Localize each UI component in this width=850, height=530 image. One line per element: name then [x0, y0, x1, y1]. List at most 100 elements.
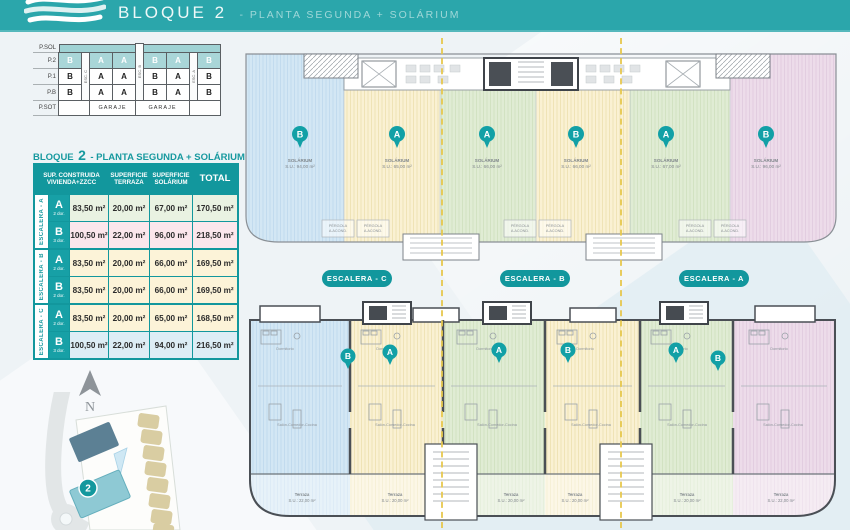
solarium-label: SOLÁRIUM — [385, 157, 410, 163]
stair-separator-label: ESC. C — [83, 69, 88, 84]
stair-hatch-right — [715, 53, 771, 79]
living-label: Salón-Comedor-Cocina — [763, 423, 804, 427]
cell-terraza: 20,00 m² — [109, 305, 149, 331]
cell-solarium: 67,00 m² — [150, 195, 192, 221]
roof-units — [405, 64, 641, 84]
column-header-line: SOLÁRIUM — [154, 179, 188, 186]
stack-cell: A — [89, 52, 113, 69]
wave-logo-icon — [24, 0, 106, 23]
zone-a-escalera-b — [440, 90, 536, 242]
site-building-block2 — [69, 469, 131, 519]
unit-letter: B — [55, 280, 63, 293]
table-title: BLOQUE 2 - PLANTA SEGUNDA + SOLÁRIUM — [33, 147, 245, 165]
pin-letter: A — [387, 347, 393, 357]
escalera-c-pill: ESCALERA - C — [322, 270, 392, 287]
stair-separator-label: ESC. B — [137, 65, 142, 79]
solarium-zones — [246, 54, 836, 242]
unit-dorms: 2 dor. — [53, 292, 65, 298]
pin-letter: B — [565, 345, 571, 355]
unit-letter: B — [55, 225, 63, 238]
floor-label: P.SOT — [33, 101, 59, 116]
building-stack-diagram: P.SOL P.2 P.1 P.B P.SOT B A A B A B B A … — [33, 43, 221, 116]
escalera-strip-label: ESCALERA - B — [38, 252, 45, 301]
pergola-label: PÉRGOLA — [364, 223, 383, 228]
stack-cell: A — [112, 84, 136, 101]
north-arrow-icon: N — [79, 370, 101, 414]
pergola-label: PÉRGOLA — [511, 223, 530, 228]
terrace-label: Terraza — [774, 492, 789, 497]
unit-letter: A — [55, 253, 63, 266]
terrace-area: S.U.: 20,00 m² — [674, 498, 702, 503]
living-label: Salón-Comedor-Cocina — [571, 423, 612, 427]
cell-total: 168,50 m² — [193, 305, 237, 331]
basement-cell — [189, 100, 221, 116]
escalera-b-pill: ESCALERA - B — [500, 270, 570, 287]
pergola-label: PÉRGOLA — [329, 223, 348, 228]
living-label: Salón-Comedor-Cocina — [667, 423, 708, 427]
stack-cell: B — [143, 52, 167, 69]
stairwell — [424, 443, 478, 521]
stack-cell: A — [112, 52, 136, 69]
cell-total: 169,50 m² — [193, 250, 237, 276]
bedroom-label: Dormitorio — [276, 347, 294, 351]
floor-label: P.SOL — [33, 44, 59, 53]
solarium-label: SOLÁRIUM — [654, 157, 679, 163]
pergola-label: PÉRGOLA — [721, 223, 740, 228]
site-pool — [113, 447, 128, 478]
table-header-row: SUP. CONSTRUIDA VIVIENDA+ZZCC SUPERFICIE… — [35, 165, 237, 193]
pin-letter: B — [763, 130, 770, 140]
cell-solarium: 96,00 m² — [150, 222, 192, 248]
stair-bulge — [585, 233, 663, 261]
section-line — [620, 38, 622, 528]
column-header-line: SUPERFICIE — [152, 171, 190, 179]
cell-terraza: 20,00 m² — [109, 277, 149, 303]
zone-divider-lines — [343, 54, 731, 242]
terrace-area: S.U.: 22,00 m² — [289, 498, 317, 503]
elevator-core — [483, 57, 579, 91]
column-header-line: SUPERFICIE — [110, 171, 148, 179]
escalera-strip-label: ESCALERA - C — [38, 307, 45, 356]
terrace-area: S.U.: 20,00 m² — [498, 498, 526, 503]
pergola-boxes — [321, 219, 747, 238]
column-header: SUP. CONSTRUIDA VIVIENDA+ZZCC — [35, 165, 108, 193]
section-line — [441, 38, 443, 528]
pin-letter: B — [573, 130, 580, 140]
unit-dorms: 3 dor. — [53, 347, 65, 353]
zone-a-escalera-c — [344, 90, 440, 242]
pin-letter: A — [484, 130, 491, 140]
terrace-area: S.U.: 20,00 m² — [382, 498, 410, 503]
cell-solarium: 94,00 m² — [150, 332, 192, 358]
core-escalera-a — [659, 301, 709, 325]
solarium-area: S.U.: 96,00 m² — [751, 164, 781, 169]
solarium-label: SOLÁRIUM — [288, 157, 313, 163]
solarium-label: SOLÁRIUM — [754, 157, 779, 163]
top-rooms — [259, 305, 816, 323]
stack-cell: A — [89, 68, 113, 85]
cell-total: 216,50 m² — [193, 332, 237, 358]
stair-hatch-left — [303, 53, 359, 79]
pergola-label: A.ACOND. — [364, 229, 382, 233]
terrace-band — [250, 474, 835, 516]
cell-construida: 83,50 m² — [70, 195, 108, 221]
bedroom-label: Dormitorio — [476, 347, 494, 351]
pergola-label: A.ACOND. — [511, 229, 529, 233]
unit-pin: B — [710, 350, 726, 371]
page-title-main: BLOQUE 2 — [118, 3, 228, 22]
column-header: SUPERFICIE SOLÁRIUM — [150, 165, 192, 193]
floor-pins: B A A B A B — [340, 342, 726, 371]
solarium-label: SOLÁRIUM — [475, 157, 500, 163]
solarium-area: S.U.: 67,00 m² — [651, 164, 681, 169]
cell-solarium: 65,00 m² — [150, 305, 192, 331]
terrace-label: Terraza — [388, 492, 403, 497]
zone-b-escalera-a — [730, 54, 836, 242]
stair-separator: ESC. A — [189, 52, 198, 101]
column-header: SUPERFICIE TERRAZA — [109, 165, 149, 193]
terrace-label: Terraza — [680, 492, 695, 497]
